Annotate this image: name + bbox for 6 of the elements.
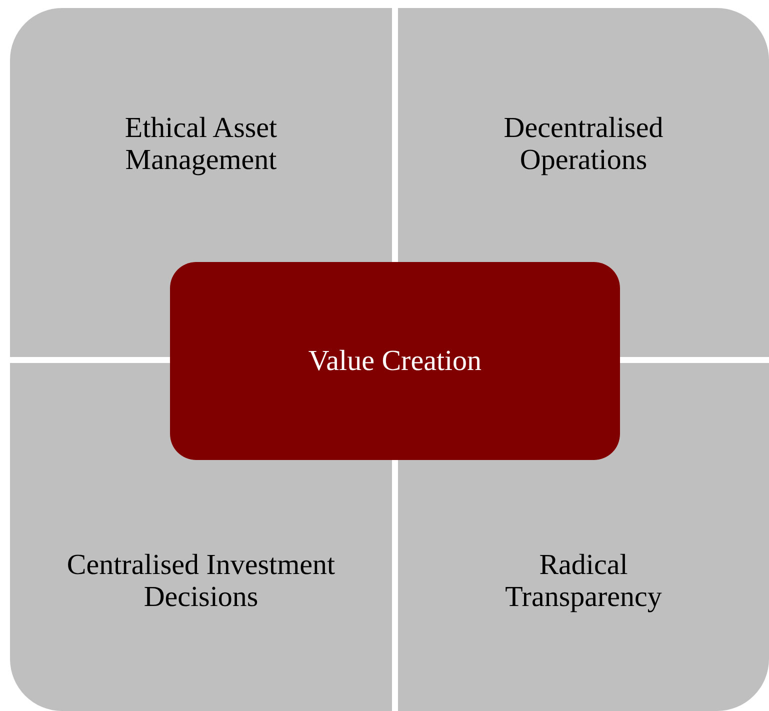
center-label: Value Creation (308, 345, 482, 377)
center-box (170, 262, 620, 460)
quadrant-label: Centralised Investment Decisions (66, 549, 336, 613)
quadrant-label: Decentralised Operations (502, 112, 664, 176)
quadrant-label: Ethical Asset Management (124, 112, 278, 176)
quadrant-label: Radical Transparency (504, 549, 663, 613)
